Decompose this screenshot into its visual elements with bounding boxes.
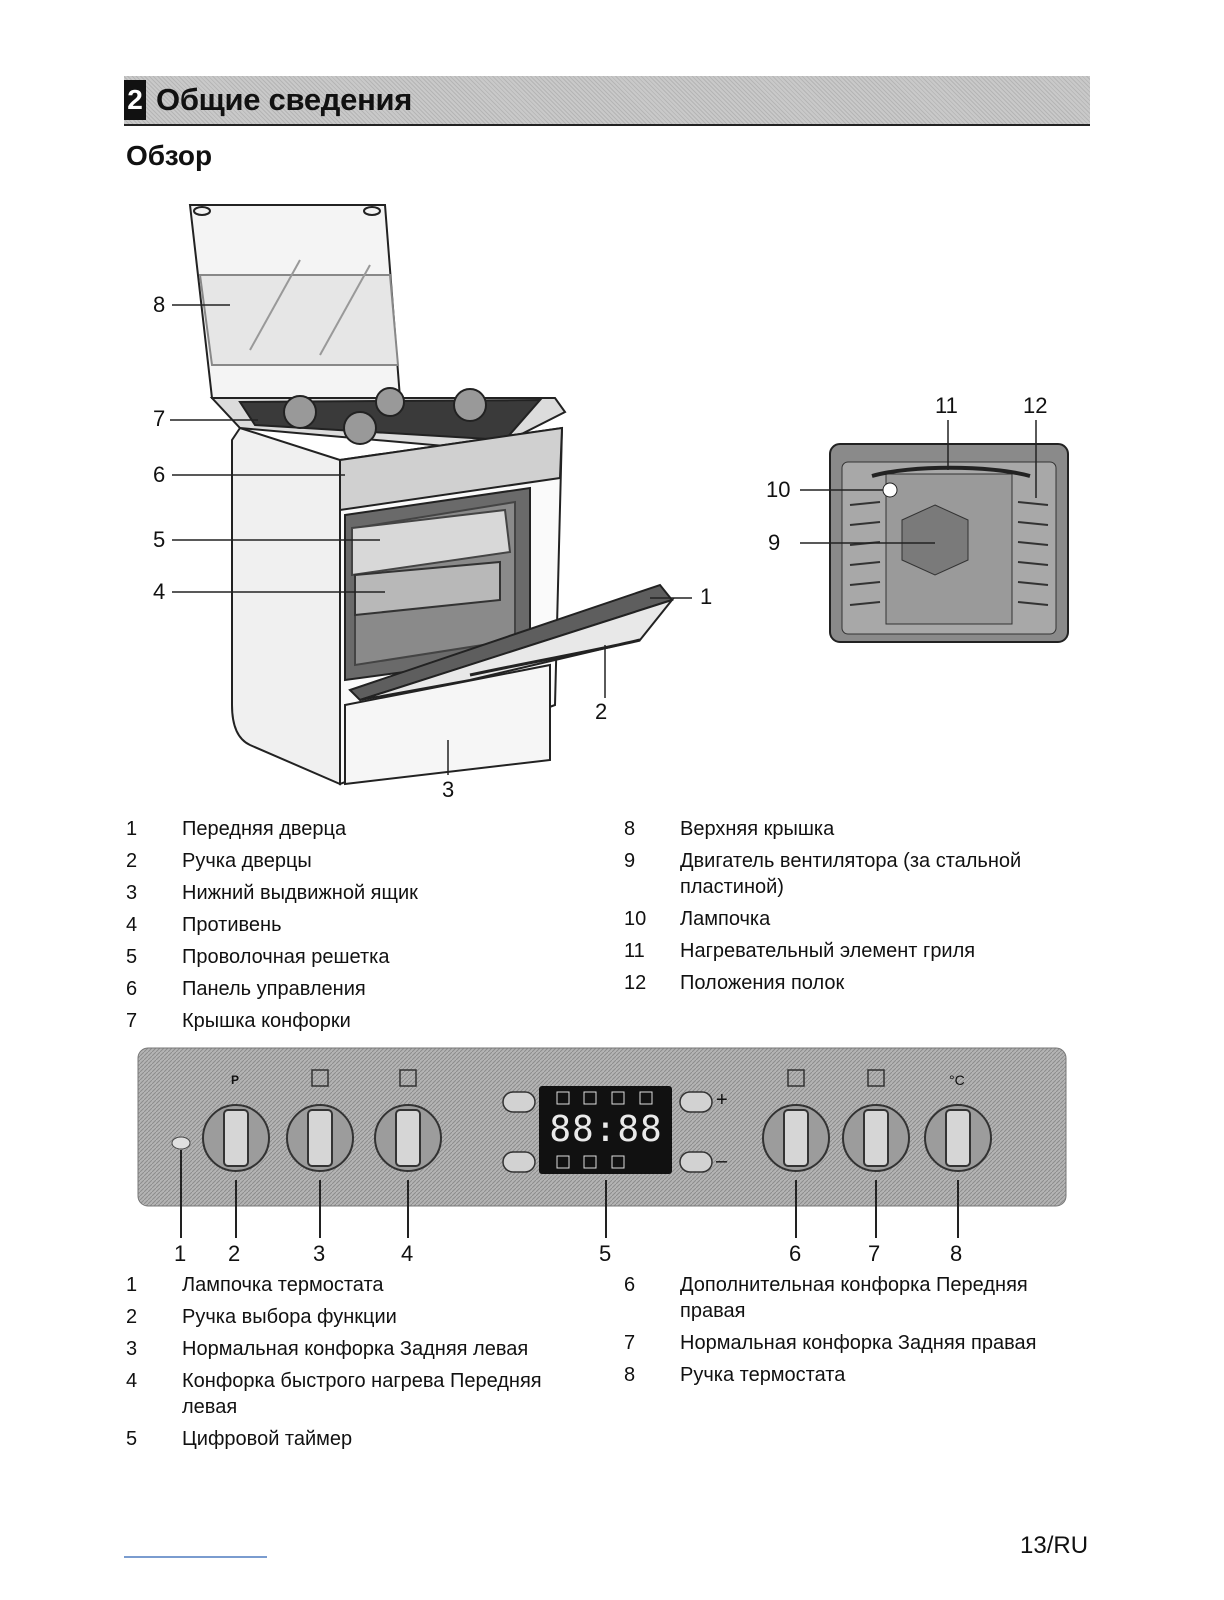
footer-rule	[124, 1556, 267, 1558]
chapter-header: 2 Общие сведения	[124, 76, 1090, 126]
callout-6: 6	[153, 462, 166, 487]
plus-button-label: +	[716, 1089, 728, 1111]
timer-display: 88:88	[549, 1109, 663, 1150]
panel-callout-4: 4	[401, 1241, 414, 1266]
chapter-title: Общие сведения	[156, 82, 413, 117]
callout-1: 1	[700, 584, 713, 609]
panel-callout-8: 8	[950, 1241, 963, 1266]
callout-10: 10	[766, 477, 791, 502]
callout-11: 11	[935, 393, 958, 418]
function-symbol-p: P	[231, 1073, 240, 1087]
callout-3: 3	[442, 777, 455, 802]
panel-callout-6: 6	[789, 1241, 802, 1266]
chapter-number: 2	[124, 80, 146, 120]
panel-callout-5: 5	[599, 1241, 612, 1266]
stove-illustration	[170, 204, 692, 786]
temperature-symbol: °C	[949, 1072, 965, 1088]
panel-callout-3: 3	[313, 1241, 326, 1266]
callout-7: 7	[153, 406, 166, 431]
minus-button-label: –	[716, 1150, 728, 1172]
panel-callout-1: 1	[174, 1241, 187, 1266]
panel-callout-2: 2	[228, 1241, 241, 1266]
callout-12: 12	[1023, 393, 1048, 418]
callout-2: 2	[595, 699, 608, 724]
panel-callout-7: 7	[868, 1241, 881, 1266]
callout-8: 8	[153, 292, 166, 317]
callout-5: 5	[153, 527, 166, 552]
page-number: 13/RU	[1020, 1532, 1089, 1559]
callout-9: 9	[768, 530, 781, 555]
section-title: Обзор	[126, 140, 213, 171]
callout-4: 4	[153, 579, 166, 604]
oven-interior-illustration	[800, 420, 1069, 643]
